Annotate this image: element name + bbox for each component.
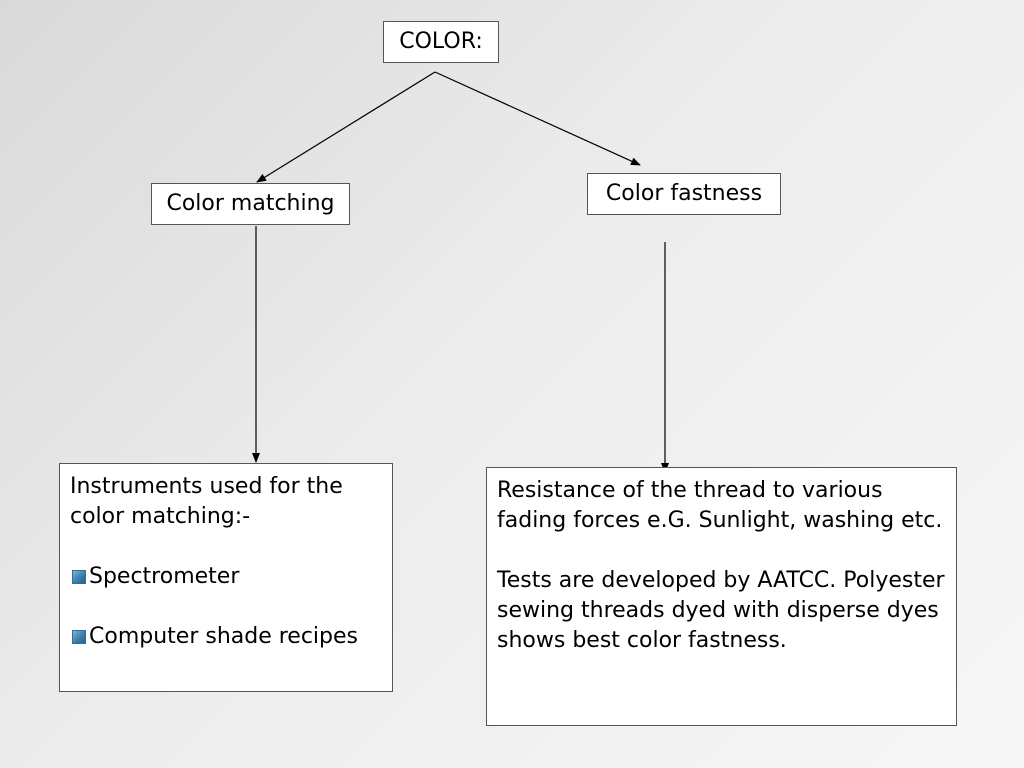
arrow-root-to-color-fastness	[434, 71, 641, 166]
arrow-root-to-color-matching	[256, 71, 436, 183]
color-fastness-node: Color fastness	[587, 173, 781, 215]
color-matching-detail-box: Instruments used for the color matching:…	[59, 463, 393, 692]
square-bullet-icon	[72, 570, 86, 584]
color-fastness-paragraph: Tests are developed by AATCC. Polyester …	[497, 568, 945, 653]
bullet-item-text: Computer shade recipes	[89, 624, 359, 649]
color-matching-node: Color matching	[151, 183, 350, 225]
root-node-label: COLOR:	[399, 29, 483, 54]
bullet-item: Computer shade recipes	[70, 622, 382, 652]
color-matching-label: Color matching	[166, 191, 335, 216]
bullet-item: Spectrometer	[70, 562, 382, 592]
root-node: COLOR:	[383, 21, 499, 63]
square-bullet-icon	[72, 630, 86, 644]
bullet-item-text: Spectrometer	[89, 564, 240, 589]
color-fastness-label: Color fastness	[605, 181, 763, 206]
color-matching-intro: Instruments used for the color matching:…	[70, 474, 343, 529]
color-fastness-paragraph: Resistance of the thread to various fadi…	[497, 478, 943, 533]
color-fastness-detail-box: Resistance of the thread to various fadi…	[486, 467, 957, 726]
